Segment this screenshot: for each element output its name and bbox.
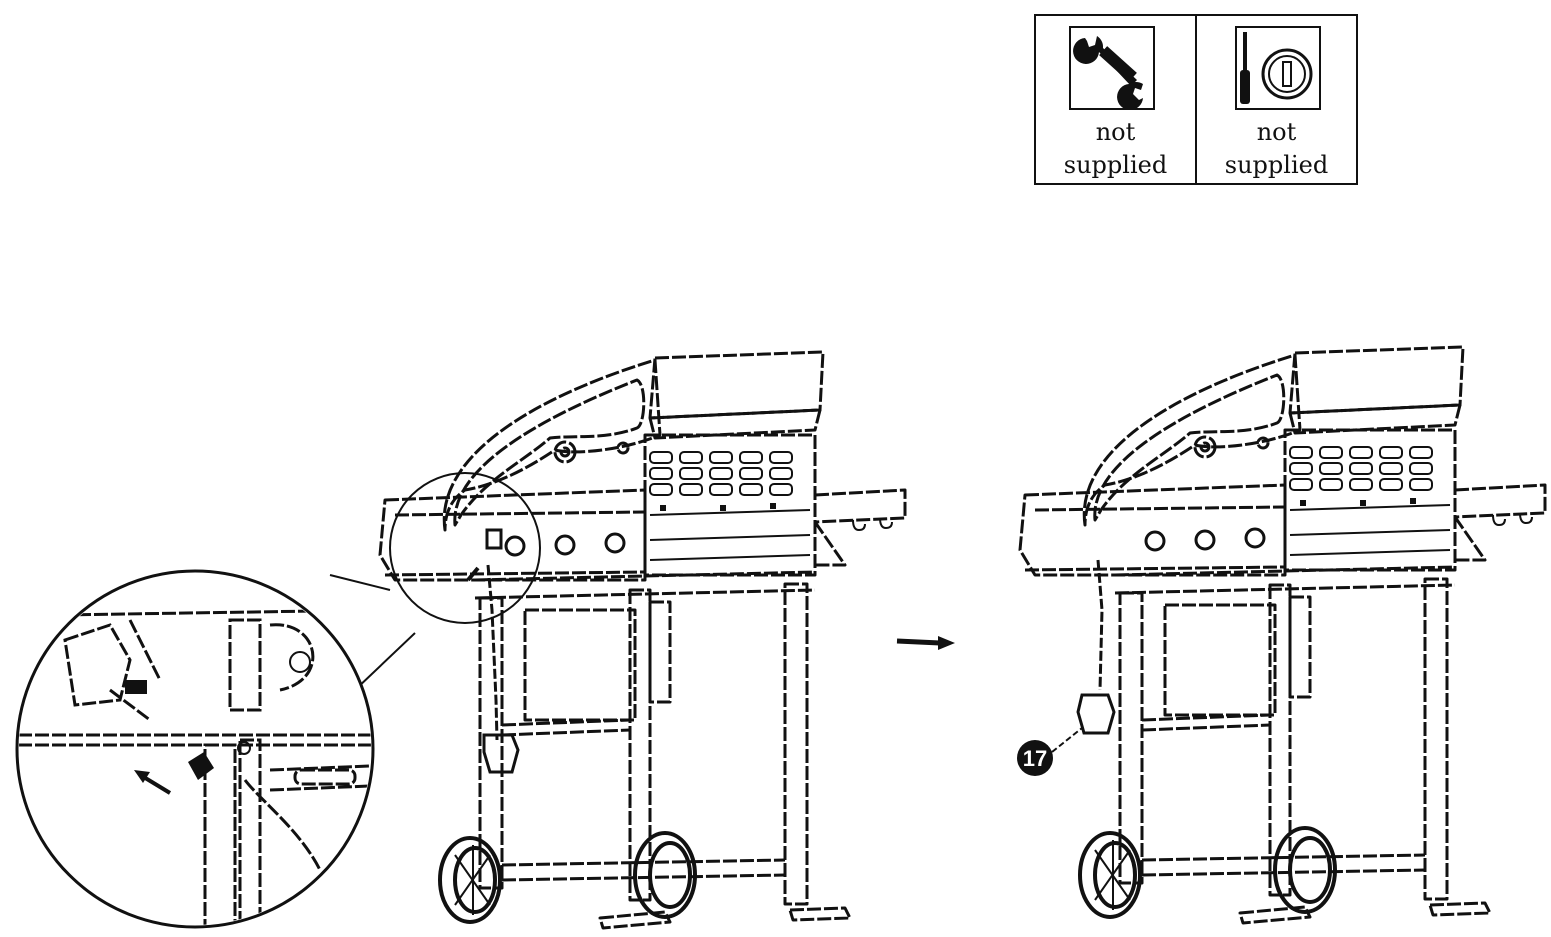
- grill-after: [1018, 345, 1547, 925]
- wrench-icon: [1069, 26, 1155, 110]
- detail-magnifier: [15, 472, 541, 929]
- callout-number: 17: [1023, 746, 1047, 771]
- tool-caption-screwdriver: not supplied: [1197, 116, 1356, 182]
- screwdriver-icon: [1235, 26, 1321, 110]
- caption-line-2: supplied: [1224, 151, 1329, 179]
- caption-line-1: not: [1095, 118, 1136, 146]
- callout-marker: [1017, 740, 1053, 776]
- tool-caption-wrench: not supplied: [1036, 116, 1195, 182]
- callout-leader: [1051, 727, 1083, 753]
- regulator-hose-before: [482, 528, 520, 774]
- grill-before: [378, 350, 907, 930]
- step-arrow-icon: [896, 636, 955, 650]
- tool-cell-screwdriver: not supplied: [1195, 16, 1356, 183]
- tools-required-box: not supplied not supplied: [1034, 14, 1358, 185]
- insert-arrow-icon: [134, 770, 172, 795]
- caption-line-2: supplied: [1063, 151, 1168, 179]
- regulator-arrow-before: [466, 566, 480, 582]
- tool-cell-wrench: not supplied: [1036, 16, 1195, 183]
- caption-line-1: not: [1256, 118, 1297, 146]
- regulator-hose-after: [1076, 559, 1116, 735]
